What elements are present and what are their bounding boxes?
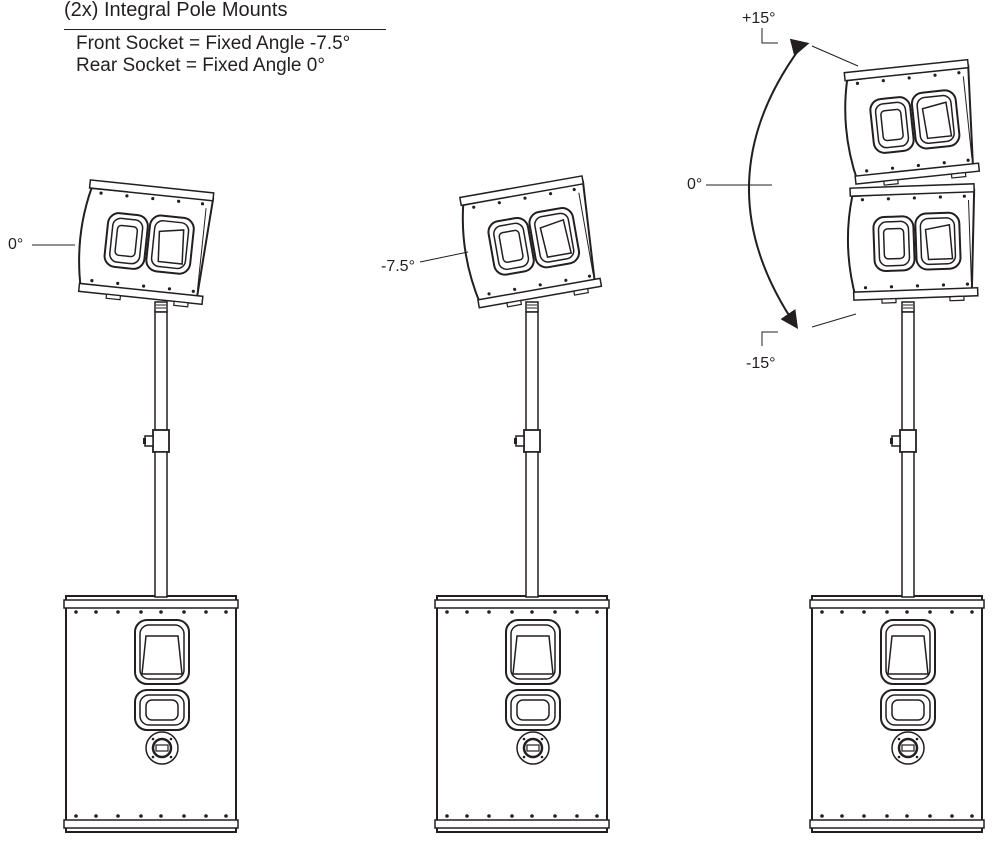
pole-3 (889, 301, 917, 598)
speaker-module-1 (73, 178, 215, 310)
front-socket-note: Front Socket = Fixed Angle -7.5° (76, 33, 351, 54)
diagram-title: (2x) Integral Pole Mounts (64, 0, 288, 21)
speaker-module-2 (454, 174, 604, 314)
lower-tick (761, 331, 778, 346)
config-2-minus-7-5 (419, 174, 611, 834)
config-1-zero-degree (32, 178, 240, 834)
upper-arrow (789, 38, 810, 57)
angle-label-plus-15: +15° (742, 10, 776, 27)
config-3-array (706, 28, 986, 834)
angle-leader-2 (419, 251, 469, 263)
angle-arc (748, 47, 801, 329)
upper-ray (811, 45, 859, 67)
pole-1 (142, 301, 170, 598)
angle-label-center: 0° (687, 176, 703, 193)
subwoofer-1 (62, 594, 240, 834)
angle-label-minus-7-5: -7.5° (381, 258, 415, 275)
subwoofer-3 (808, 594, 986, 834)
angle-label-zero: 0° (8, 236, 24, 253)
angle-label-minus-15: -15° (746, 355, 776, 372)
speaker-module-3-lower (845, 182, 979, 306)
lower-ray (811, 313, 857, 328)
subwoofer-2 (433, 594, 611, 834)
pole-2 (513, 301, 541, 598)
upper-tick (761, 28, 778, 44)
rear-socket-note: Rear Socket = Fixed Angle 0° (76, 55, 325, 76)
title-underline (64, 29, 386, 30)
speaker-module-3-upper (839, 58, 981, 190)
